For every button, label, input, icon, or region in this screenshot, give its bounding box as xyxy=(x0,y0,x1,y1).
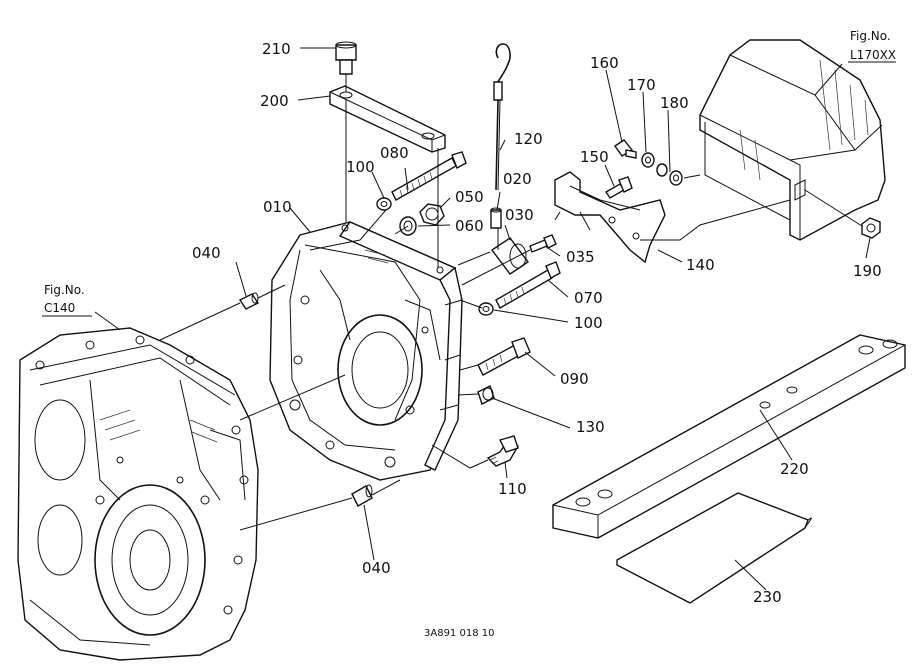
label-150: 150 xyxy=(580,148,609,166)
washer-100-upper xyxy=(376,197,392,211)
transmission-case-c140 xyxy=(17,327,259,661)
label-100-upper: 100 xyxy=(346,158,375,176)
label-020: 020 xyxy=(503,170,532,188)
label-210: 210 xyxy=(262,40,291,58)
bar-220 xyxy=(552,334,906,539)
label-130: 130 xyxy=(576,418,605,436)
fig-ref-c140-title: Fig.No. xyxy=(44,283,85,297)
plate-200 xyxy=(329,85,446,153)
label-010: 010 xyxy=(263,198,292,216)
label-060: 060 xyxy=(455,217,484,235)
washer-170 xyxy=(641,152,655,168)
sheet-230 xyxy=(616,492,812,604)
bolt-150 xyxy=(605,176,633,199)
label-100-lower: 100 xyxy=(574,314,603,332)
washer-100-lower xyxy=(478,302,494,316)
fig-ref-l170xx-title: Fig.No. xyxy=(850,29,891,43)
dipstick-120 xyxy=(493,43,511,191)
label-140: 140 xyxy=(686,256,715,274)
label-050: 050 xyxy=(455,188,484,206)
label-220: 220 xyxy=(780,460,809,478)
bolt-160 xyxy=(614,139,637,159)
bolt-070 xyxy=(495,261,561,309)
label-040-upper: 040 xyxy=(192,244,221,262)
label-040-lower: 040 xyxy=(362,559,391,577)
pin-040-upper xyxy=(238,292,260,310)
label-110: 110 xyxy=(498,480,527,498)
label-180: 180 xyxy=(660,94,689,112)
fitting-110 xyxy=(486,435,519,467)
label-035: 035 xyxy=(566,248,595,266)
plug-210 xyxy=(335,41,357,75)
label-200: 200 xyxy=(260,92,289,110)
figure-references: Fig.No. L170XX Fig.No. C140 xyxy=(42,29,896,317)
label-030: 030 xyxy=(505,206,534,224)
bracket-140 xyxy=(554,171,666,264)
drawing-code: 3A891 018 10 xyxy=(424,628,494,639)
fig-ref-l170xx-code: L170XX xyxy=(850,48,896,62)
label-190: 190 xyxy=(853,262,882,280)
fig-ref-c140-code: C140 xyxy=(44,301,75,315)
label-170: 170 xyxy=(627,76,656,94)
bolt-090 xyxy=(477,337,531,376)
leader-lines xyxy=(94,47,871,591)
label-120: 120 xyxy=(514,130,543,148)
guide-020 xyxy=(490,207,502,229)
label-090: 090 xyxy=(560,370,589,388)
label-070: 070 xyxy=(574,289,603,307)
nut-190 xyxy=(861,217,881,239)
housing-010 xyxy=(269,221,463,481)
cover-l170xx xyxy=(699,39,886,241)
label-080: 080 xyxy=(380,144,409,162)
bolt-035 xyxy=(529,234,557,253)
washer-180 xyxy=(656,163,683,186)
pin-040-lower xyxy=(351,484,373,507)
label-160: 160 xyxy=(590,54,619,72)
callout-labels: 210 200 100 080 120 050 020 060 010 030 … xyxy=(192,40,882,606)
bushing-030 xyxy=(490,237,530,275)
plug-130 xyxy=(477,385,495,405)
label-230: 230 xyxy=(753,588,782,606)
assembly-lines xyxy=(159,74,863,531)
